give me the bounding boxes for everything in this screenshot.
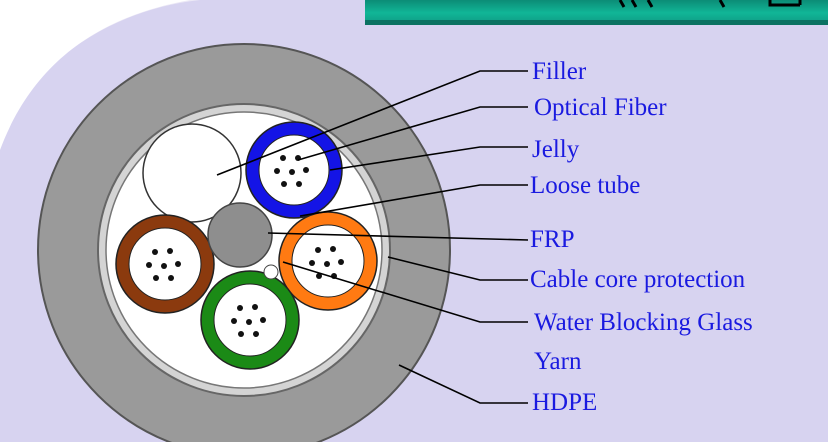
leader-frp (267, 232, 529, 241)
leader-lines (216, 70, 529, 404)
optical-fibers (146, 155, 344, 337)
label-water-blocking-glass: Water Blocking Glass (534, 309, 753, 336)
label-filler: Filler (532, 58, 587, 85)
loose-tube-orange (278, 211, 378, 311)
leader-loose-tube (299, 184, 528, 217)
filler-circle (142, 123, 242, 223)
leader-jelly (329, 146, 528, 171)
label-optical-fiber: Optical Fiber (534, 94, 667, 121)
leader-filler (216, 70, 528, 176)
frp-central-member (207, 202, 273, 268)
label-jelly: Jelly (532, 136, 580, 163)
label-hdpe: HDPE (532, 389, 598, 416)
leader-hdpe (398, 364, 528, 404)
label-yarn: Yarn (534, 348, 582, 375)
water-blocking-yarn (263, 264, 279, 280)
label-cable-core-protection: Cable core protection (530, 266, 746, 293)
label-loose-tube: Loose tube (530, 172, 641, 199)
background-blob-left (0, 0, 190, 150)
leader-optical-fiber (297, 106, 528, 161)
label-frp: FRP (530, 226, 575, 253)
header-cropped-text (618, 0, 802, 8)
leader-water-blocking (282, 261, 528, 323)
leader-cable-core-protection (387, 256, 528, 281)
